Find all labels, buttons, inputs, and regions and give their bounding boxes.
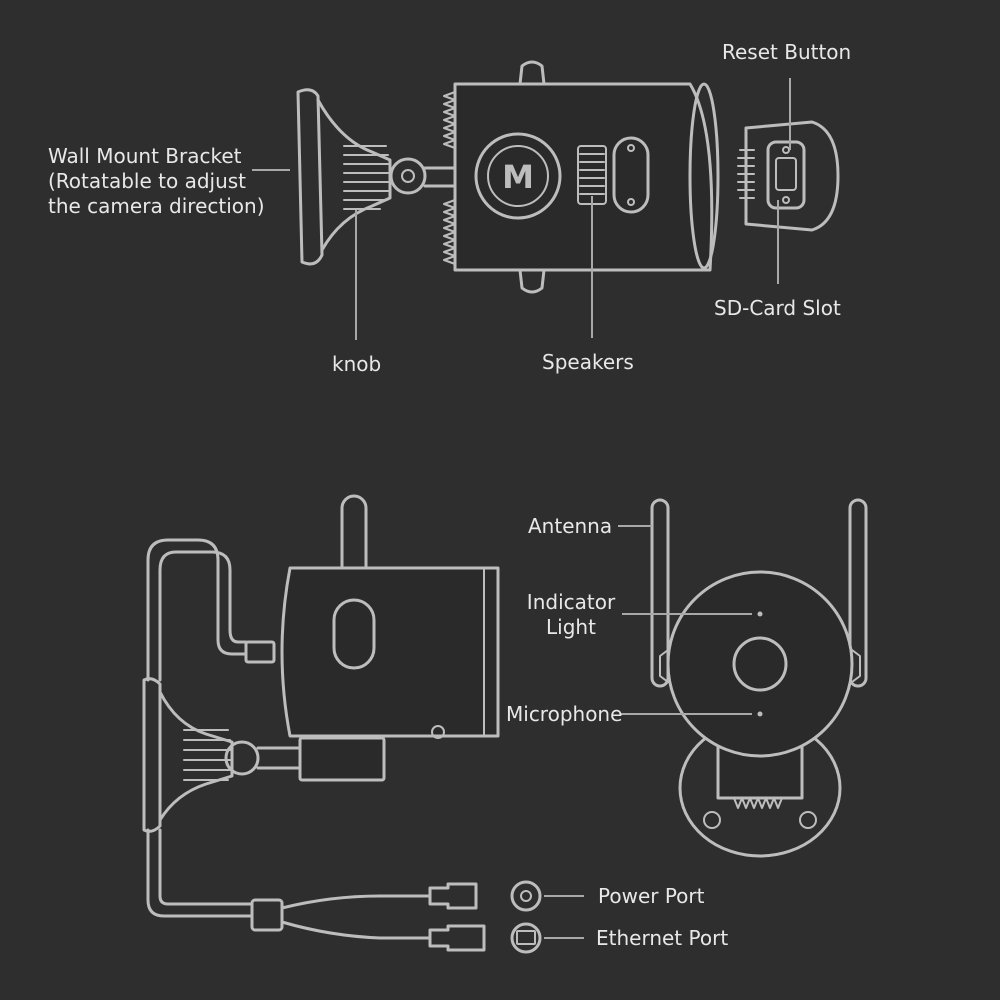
bottom-arm	[256, 746, 302, 770]
front-rim	[688, 82, 720, 270]
lens-outer	[732, 636, 788, 692]
power-port-icon-inner	[520, 890, 532, 902]
camera-logo: M	[502, 158, 534, 196]
ethernet-plug	[428, 924, 486, 952]
ethernet-port-icon-inner	[516, 930, 536, 945]
bottom-bracket-fins	[183, 729, 231, 781]
antenna-base	[332, 598, 376, 670]
cable-down	[146, 828, 254, 918]
cable-power	[280, 894, 432, 910]
back-cap-ridges	[737, 149, 755, 199]
cable-splitter	[250, 898, 284, 932]
label-wall-mount-line-3: the camera direction)	[48, 194, 265, 218]
cable-top-inner	[158, 550, 248, 682]
speaker-grille	[577, 145, 607, 205]
cable-top	[146, 538, 248, 682]
label-reset-button: Reset Button	[722, 40, 852, 64]
body-screw	[431, 725, 445, 739]
label-ethernet-port: Ethernet Port	[596, 926, 729, 950]
top-leaders	[252, 78, 791, 340]
label-indicator-line-2: Light	[546, 615, 596, 639]
knob-ball-inner	[401, 169, 415, 183]
back-cap	[744, 120, 840, 232]
slot-screw	[782, 196, 790, 204]
indicator-dot	[757, 611, 763, 617]
bottom-wall-plate	[142, 677, 162, 833]
antenna-right	[848, 498, 868, 688]
label-wall-mount-line-2: (Rotatable to adjust	[48, 169, 247, 193]
plate-screw-top	[627, 144, 635, 152]
antenna-clip-right	[851, 649, 861, 683]
top-camera-side-view	[296, 60, 720, 294]
badge-outer	[474, 132, 562, 220]
antenna-left	[650, 498, 670, 688]
label-knob: knob	[332, 352, 382, 376]
back-view-sd	[737, 120, 840, 232]
label-speakers: Speakers	[542, 350, 634, 374]
bottom-bracket-cone	[158, 690, 234, 822]
wall-mount-fins	[343, 145, 389, 210]
top-screw	[518, 60, 546, 86]
reset-hole	[782, 146, 790, 154]
camera-body-bottom	[280, 566, 500, 738]
heat-sink-fins	[443, 91, 456, 265]
plate-screw-bottom	[627, 198, 635, 206]
sd-slot-opening	[775, 157, 797, 191]
cable-ethernet	[280, 920, 432, 940]
sd-slot-frame	[766, 140, 806, 210]
mount-teeth	[733, 797, 783, 809]
label-wall-mount-line-1: Wall Mount Bracket	[48, 144, 242, 168]
label-indicator-light: Indicator Light	[522, 590, 620, 640]
label-antenna: Antenna	[528, 514, 613, 538]
badge-inner	[487, 145, 549, 207]
label-sd-card-slot: SD-Card Slot	[714, 296, 841, 320]
label-microphone: Microphone	[506, 702, 623, 726]
bottom-screw	[518, 268, 546, 294]
label-power-port: Power Port	[598, 884, 705, 908]
knob-ball	[389, 157, 427, 195]
bottom-leaders	[544, 525, 752, 939]
cable-down-inner	[158, 828, 254, 906]
cable-connector	[244, 640, 276, 664]
power-port-icon	[510, 880, 542, 912]
wall-mount-plate	[296, 88, 324, 266]
label-wall-mount-bracket: Wall Mount Bracket (Rotatable to adjust …	[48, 144, 265, 219]
mount-hole-left	[703, 811, 721, 829]
front-face	[666, 570, 854, 758]
antenna-clip-left	[659, 649, 669, 683]
bottom-camera-front	[650, 498, 868, 858]
mount-hole-right	[799, 811, 817, 829]
power-plug	[428, 882, 478, 910]
mic-dot	[757, 711, 763, 717]
ethernet-port-icon	[510, 922, 542, 954]
wall-mount-cone	[316, 98, 392, 252]
side-plate	[612, 136, 650, 214]
bottom-knob	[224, 740, 260, 776]
label-indicator-line-1: Indicator	[526, 590, 616, 614]
bottom-camera-side	[142, 494, 542, 954]
bottom-arm-block	[298, 736, 386, 782]
